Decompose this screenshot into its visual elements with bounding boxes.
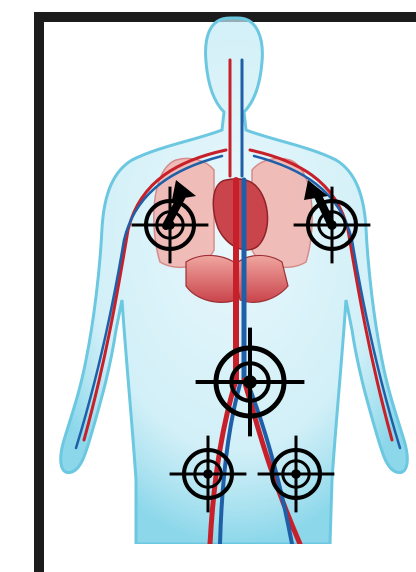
anatomy-illustration	[0, 0, 416, 544]
